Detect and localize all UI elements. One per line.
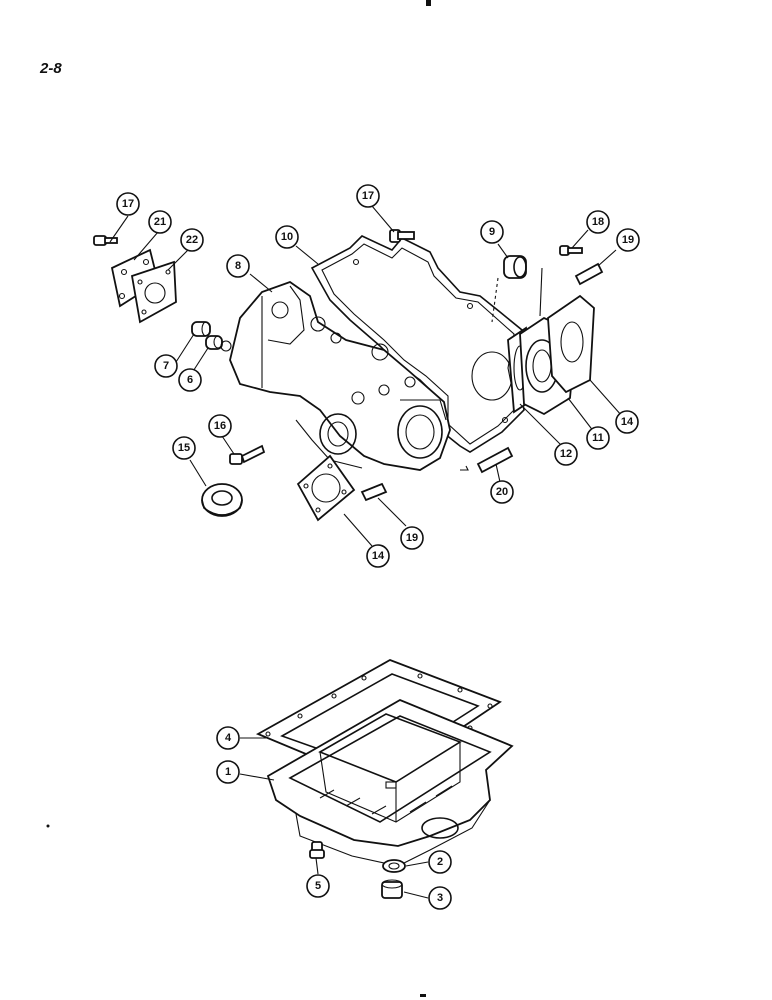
- callout-12-label: 12: [560, 448, 572, 460]
- callout-17b-label: 17: [362, 190, 374, 202]
- callout-2-label: 2: [437, 856, 443, 868]
- callout-19b-label: 19: [406, 532, 418, 544]
- callout-20-label: 20: [496, 486, 508, 498]
- callout-17a: 17: [116, 192, 140, 216]
- callout-4-label: 4: [225, 732, 232, 744]
- callout-2: 2: [428, 850, 452, 874]
- callout-8: 8: [226, 254, 250, 278]
- callout-1: 1: [216, 760, 240, 784]
- callout-18: 18: [586, 210, 610, 234]
- callout-14a: 14: [615, 410, 639, 434]
- stud-19a: [574, 262, 604, 286]
- leader-lines: [109, 205, 623, 899]
- front-housing-8: [220, 280, 451, 471]
- page-number: 2-8: [40, 60, 62, 77]
- callout-9-label: 9: [489, 226, 495, 238]
- bottom-mark: [420, 994, 426, 997]
- callout-8-label: 8: [235, 260, 241, 272]
- top-mark: [426, 0, 431, 6]
- callout-5-label: 5: [315, 880, 321, 892]
- bolt-17b: [389, 229, 415, 243]
- callout-12: 12: [554, 442, 578, 466]
- bushing-7: [191, 321, 211, 337]
- speck: [46, 824, 50, 828]
- callout-6: 6: [178, 368, 202, 392]
- callout-16: 16: [208, 414, 232, 438]
- drain-plug-3: [381, 879, 403, 899]
- callout-17a-label: 17: [122, 198, 134, 210]
- callout-16-label: 16: [214, 420, 226, 432]
- callout-11-label: 11: [592, 432, 604, 444]
- callout-19a-label: 19: [622, 234, 634, 246]
- callout-7-label: 7: [163, 360, 169, 372]
- gasket-14a: [547, 294, 595, 394]
- callout-15: 15: [172, 436, 196, 460]
- oil-pan-1: [266, 698, 514, 867]
- callout-1-label: 1: [225, 766, 231, 778]
- callout-21: 21: [148, 210, 172, 234]
- callout-3-label: 3: [437, 892, 443, 904]
- callout-10-label: 10: [281, 231, 293, 243]
- callout-19a: 19: [616, 228, 640, 252]
- callout-9: 9: [480, 220, 504, 244]
- callout-18-label: 18: [592, 216, 604, 228]
- callout-3: 3: [428, 886, 452, 910]
- callout-10: 10: [275, 225, 299, 249]
- bolt-16: [229, 444, 266, 465]
- callout-22-label: 22: [186, 234, 198, 246]
- callout-21-label: 21: [154, 216, 166, 228]
- washer-2: [382, 859, 406, 873]
- callout-19b: 19: [400, 526, 424, 550]
- bushing-6: [205, 335, 223, 350]
- gasket-14b: [296, 454, 356, 522]
- bolt-18: [559, 245, 583, 256]
- callout-17b: 17: [356, 184, 380, 208]
- callout-14b-label: 14: [372, 550, 385, 562]
- callout-4: 4: [216, 726, 240, 750]
- oil-seal-15: [201, 483, 243, 517]
- callout-6-label: 6: [187, 374, 193, 386]
- callout-5: 5: [306, 874, 330, 898]
- callout-15-label: 15: [178, 442, 190, 454]
- bolt-5: [309, 841, 325, 859]
- callout-11: 11: [586, 426, 610, 450]
- callout-20: 20: [490, 480, 514, 504]
- callout-14b: 14: [366, 544, 390, 568]
- seal-9: [503, 255, 527, 279]
- stud-19b: [360, 482, 388, 502]
- callout-14a-label: 14: [621, 416, 634, 428]
- stud-20: [476, 446, 514, 474]
- callout-7: 7: [154, 354, 178, 378]
- gasket-22: [130, 260, 177, 324]
- callout-22: 22: [180, 228, 204, 252]
